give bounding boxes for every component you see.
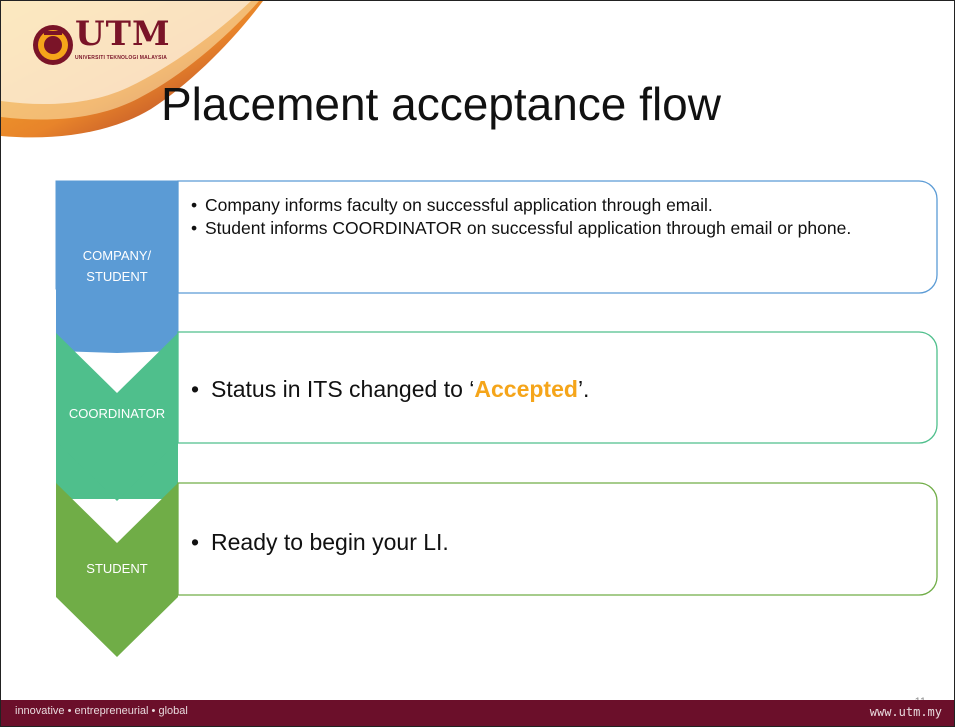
step-chevron-2-arrow	[56, 441, 178, 501]
logo-subtitle: UNIVERSITI TEKNOLOGI MALAYSIA	[75, 55, 168, 61]
step-1-bullet-1: Company informs faculty on successful ap…	[205, 195, 713, 215]
step-2-suffix: ’.	[577, 376, 590, 402]
footer-tagline: innovative • entrepreneurial • global	[15, 705, 188, 717]
step-chevron-3	[56, 483, 178, 657]
list-item: •Student informs COORDINATOR on successf…	[191, 218, 852, 238]
step-2-prefix: Status in ITS changed to ‘	[211, 376, 475, 402]
step-label-3-line-1: STUDENT	[86, 561, 148, 576]
page-title: Placement acceptance flow	[161, 78, 721, 130]
step-label-2-line-1: COORDINATOR	[68, 406, 166, 421]
list-item: •Ready to begin your LI.	[191, 529, 449, 555]
list-item: •Status in ITS changed to ‘Accepted’.	[191, 376, 590, 402]
step-1-bullet-2: Student informs COORDINATOR on successfu…	[205, 218, 852, 238]
step-box-3	[177, 482, 938, 596]
step-label-3: STUDENT	[56, 558, 178, 579]
logo-name: UTM	[75, 14, 171, 54]
step-label-1: COMPANY/ STUDENT	[56, 245, 178, 287]
step-label-1-line-1: COMPANY/	[82, 248, 152, 263]
step-chevron-1-arrow	[56, 289, 178, 353]
step-box-2	[177, 331, 938, 444]
step-text-1: •Company informs faculty on successful a…	[191, 194, 911, 240]
step-text-3: •Ready to begin your LI.	[191, 528, 911, 556]
status-accepted: Accepted	[474, 376, 578, 402]
step-label-1-line-2: STUDENT	[86, 269, 148, 284]
footer-url: www.utm.my	[869, 705, 942, 719]
step-text-2: •Status in ITS changed to ‘Accepted’.	[191, 375, 911, 403]
step-box-1	[177, 180, 938, 294]
step-label-2: COORDINATOR	[56, 403, 178, 424]
list-item: •Company informs faculty on successful a…	[191, 195, 713, 215]
footer-bar: innovative • entrepreneurial • global ww…	[1, 700, 954, 726]
crest-icon	[33, 25, 73, 65]
utm-logo	[31, 23, 181, 69]
step-3-bullet-1: Ready to begin your LI.	[211, 529, 449, 555]
